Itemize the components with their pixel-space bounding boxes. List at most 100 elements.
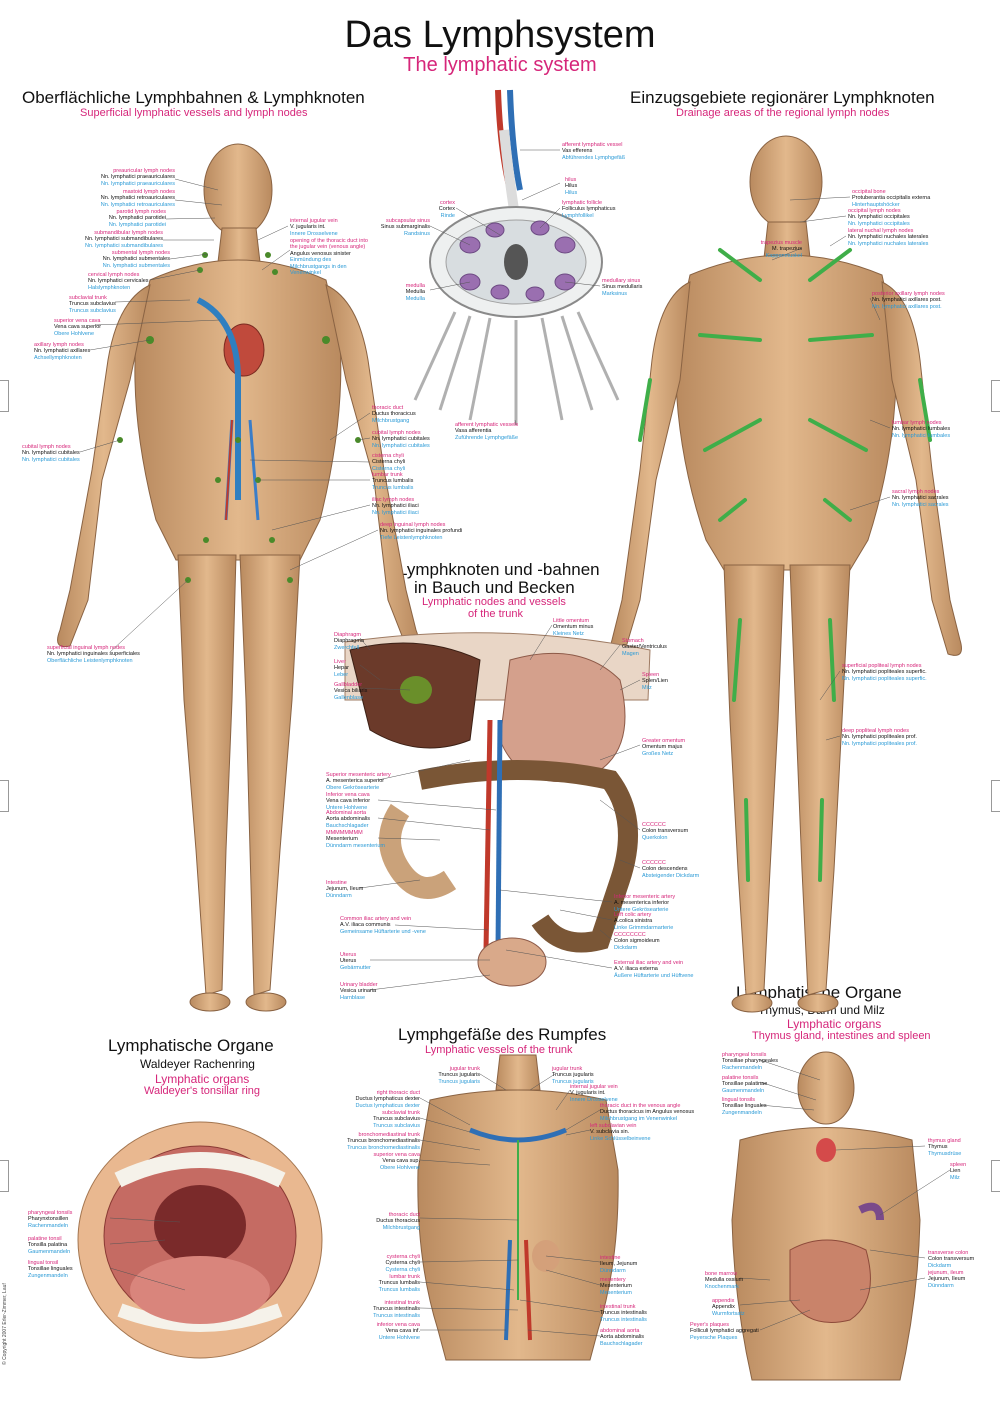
section-abdomen-subtitle-2: of the trunk <box>468 608 524 620</box>
section-trunk-vessels-subtitle: Lymphatic vessels of the trunk <box>425 1044 573 1056</box>
edge-mark-right-1 <box>991 380 1000 412</box>
section-superficial-subtitle: Superficial lymphatic vessels and lymph … <box>80 107 308 119</box>
section-abdomen-subtitle-1: Lymphatic nodes and vessels <box>422 596 566 608</box>
section-waldeyer-title-2: Waldeyer Rachenring <box>140 1057 255 1071</box>
section-drainage-title: Einzugsgebiete regionärer Lymphknoten <box>630 88 935 107</box>
section-superficial-title: Oberflächliche Lymphbahnen & Lymphknoten <box>22 88 365 107</box>
section-organs-subtitle-1: Lymphatic organs <box>787 1017 882 1031</box>
label-venous-angle: opening of the thoracic duct into the ju… <box>290 238 368 277</box>
poster-subtitle: The lymphatic system <box>403 54 597 76</box>
section-waldeyer-title-1: Lymphatische Organe <box>108 1036 274 1055</box>
section-organs-subtitle-2: Thymus gland, intestines and spleen <box>752 1030 931 1042</box>
edge-mark-right-3 <box>991 1160 1000 1192</box>
edge-mark-right-2 <box>991 780 1000 812</box>
edge-mark-left-1 <box>0 380 9 412</box>
section-abdomen-title-1: Lymphknoten und -bahnen <box>398 560 600 579</box>
copyright-notice: © Copyright 2007 Erler-Zimmer, Lauf <box>2 1283 8 1365</box>
edge-mark-left-2 <box>0 780 9 812</box>
edge-mark-left-3 <box>0 1160 9 1192</box>
poster-title: Das Lymphsystem <box>344 14 656 56</box>
section-drainage-subtitle: Drainage areas of the regional lymph nod… <box>676 107 890 119</box>
section-trunk-vessels-title: Lymphgefäße des Rumpfes <box>398 1025 607 1044</box>
section-abdomen-title-2: in Bauch und Becken <box>414 578 575 597</box>
